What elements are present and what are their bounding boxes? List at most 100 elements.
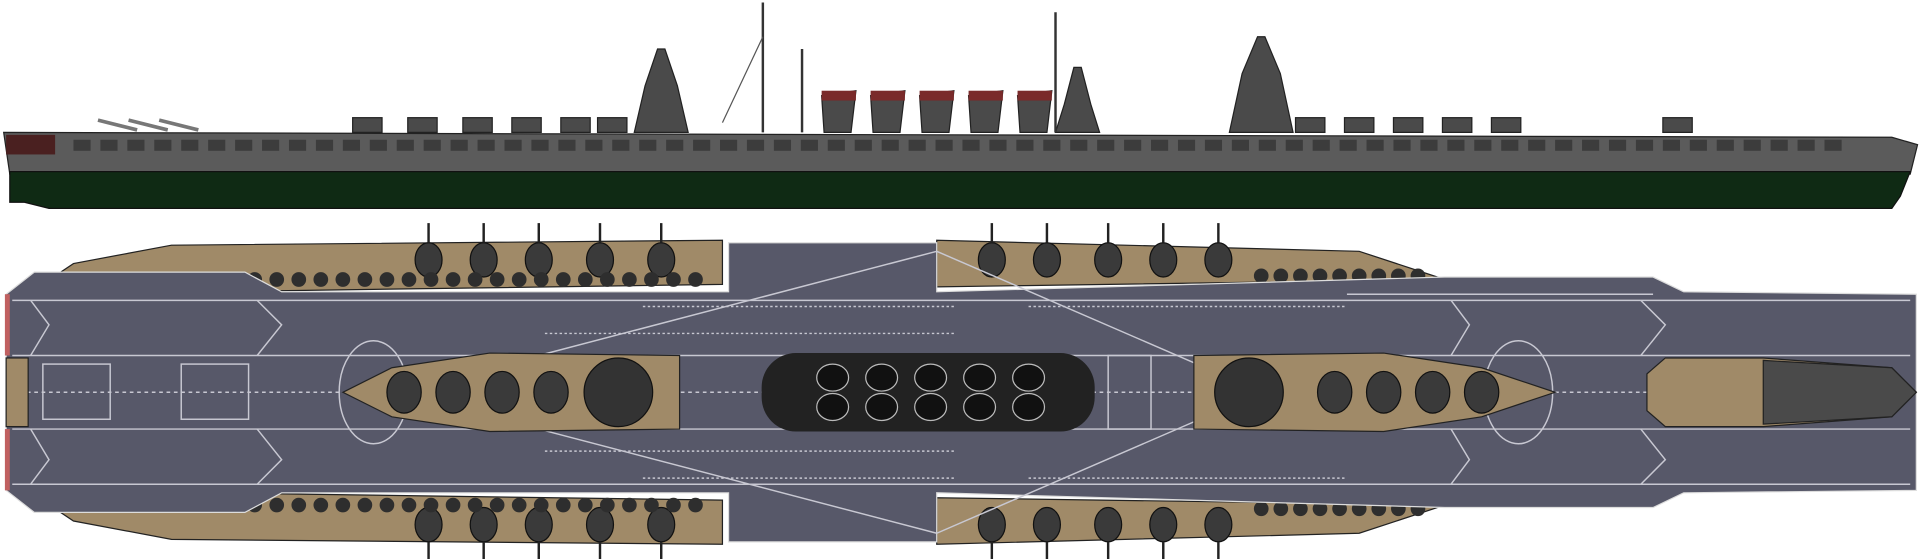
main-turret [1316, 370, 1353, 414]
hull-window [1635, 139, 1654, 151]
funnel-top [865, 392, 899, 422]
gun-turret [1662, 117, 1693, 134]
hull-window [1689, 139, 1707, 151]
hull-window [1447, 139, 1465, 151]
dual-purpose-turret [1032, 242, 1062, 278]
hull-window [962, 139, 980, 151]
hull-window [208, 139, 226, 151]
top-plan-view [4, 223, 1918, 559]
aa-mount [335, 497, 351, 513]
aa-mount [600, 272, 615, 287]
aa-mount [1293, 501, 1308, 517]
hull-window [73, 139, 91, 151]
hull-window [1393, 139, 1411, 151]
hull-window [315, 139, 334, 151]
dual-purpose-turret [469, 242, 498, 278]
gun-turret [1343, 117, 1375, 134]
aa-mount [445, 497, 461, 513]
hull-window [1555, 139, 1573, 151]
hull-window [1258, 139, 1276, 151]
dual-purpose-turret [1094, 506, 1123, 543]
hull-window [100, 139, 118, 151]
hull-window [585, 139, 603, 151]
bow-structure [1762, 359, 1918, 425]
main-turret [435, 370, 471, 414]
hull-window [1743, 139, 1761, 151]
upper-hull [2, 131, 1919, 175]
hull-window [773, 139, 792, 151]
hull-window [935, 139, 953, 151]
main-turret [1365, 370, 1402, 414]
dual-purpose-turret [414, 506, 443, 543]
dual-purpose-turret [469, 506, 498, 543]
hull-window [1420, 139, 1438, 151]
aa-mount [401, 272, 417, 287]
hull-window [666, 139, 684, 151]
bridge-tower [1228, 36, 1294, 134]
hull-window [612, 139, 630, 151]
hull-window [558, 139, 576, 151]
aa-mount [423, 272, 439, 287]
hull-window [1366, 139, 1384, 151]
main-turret [1463, 370, 1500, 414]
aa-mount [1273, 268, 1289, 284]
main-turret [386, 370, 422, 414]
dual-purpose-turret [414, 242, 443, 278]
funnel-top [914, 363, 948, 392]
hull-window [1124, 139, 1142, 151]
aa-mount [644, 497, 659, 513]
aa-mount [269, 497, 285, 513]
funnel-top [963, 392, 997, 422]
aa-mount [335, 272, 351, 287]
stern-wood-deck [5, 357, 29, 428]
hull-window [477, 139, 495, 151]
hull-window [423, 139, 441, 151]
dual-purpose-turret [647, 242, 676, 278]
hull-window [639, 139, 657, 151]
hull-window [989, 139, 1007, 151]
funnel-top [865, 363, 899, 392]
hull-window [154, 139, 172, 151]
aa-mount [511, 272, 527, 287]
aa-mount [379, 497, 395, 513]
dual-purpose-turret [977, 506, 1006, 543]
stern-gallery [6, 134, 56, 155]
aa-mount [313, 497, 329, 513]
aa-mount [622, 497, 637, 513]
aa-mount [555, 497, 571, 513]
aa-mount [666, 272, 681, 287]
aa-mount [401, 497, 417, 513]
aa-mount [313, 272, 329, 287]
gun-turret [1490, 117, 1522, 134]
aa-mount [357, 497, 373, 513]
funnel-top [963, 363, 997, 392]
aa-mount [1253, 268, 1269, 284]
hull-window [342, 139, 360, 151]
aa-mount [423, 497, 439, 513]
hull-window [854, 139, 872, 151]
hangar-openings [73, 139, 1842, 151]
hull-window [1204, 139, 1223, 151]
aa-mount [357, 272, 373, 287]
main-turret [1414, 370, 1451, 414]
bridge-tower [1054, 66, 1101, 134]
aa-mount [291, 272, 307, 287]
funnel-cap [821, 90, 856, 101]
aa-mount [291, 497, 307, 513]
hull-window [396, 139, 414, 151]
funnel-top [1012, 363, 1046, 392]
dual-purpose-turret [1149, 242, 1178, 278]
aa-mount [577, 272, 593, 287]
stern-red-edge-upper [4, 294, 10, 356]
aa-mount [489, 272, 505, 287]
hull-window [1043, 139, 1061, 151]
hull-window [908, 139, 926, 151]
aa-mount [511, 497, 527, 513]
hull-window [881, 139, 899, 151]
dual-purpose-turret [647, 506, 676, 543]
bridge-top [1214, 357, 1284, 428]
aa-mount [688, 272, 703, 287]
aa-mount [379, 272, 395, 287]
hull-window [827, 139, 845, 151]
aa-mount [600, 497, 615, 513]
